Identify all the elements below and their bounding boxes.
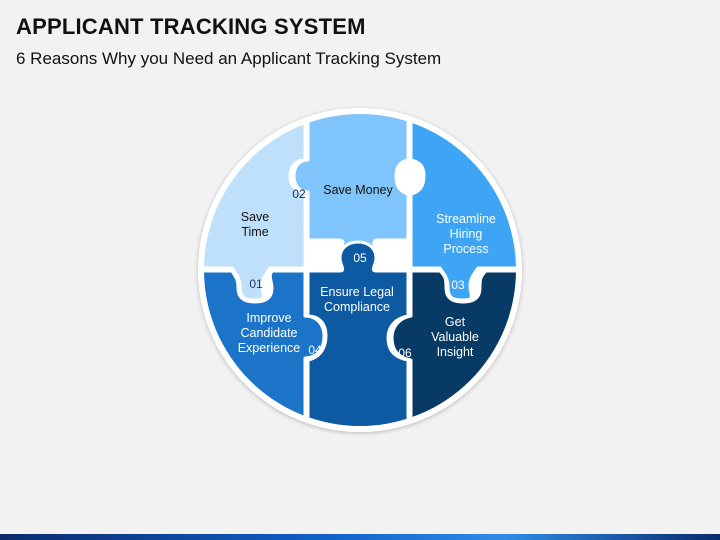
page-title: APPLICANT TRACKING SYSTEM bbox=[16, 14, 366, 39]
piece-label-line: Save Money bbox=[323, 183, 393, 197]
page-subtitle: 6 Reasons Why you Need an Applicant Trac… bbox=[16, 49, 442, 68]
piece-label-line: Process bbox=[443, 242, 488, 256]
piece-label-line: Insight bbox=[437, 345, 474, 359]
piece-number-02: 02 bbox=[292, 187, 306, 201]
piece-label-line: Save bbox=[241, 210, 270, 224]
piece-number-06: 06 bbox=[398, 346, 412, 360]
piece-label-line: Streamline bbox=[436, 212, 496, 226]
piece-label-line: Improve bbox=[246, 311, 291, 325]
piece-number-04: 04 bbox=[308, 343, 322, 357]
piece-label-line: Hiring bbox=[450, 227, 483, 241]
piece-number-03: 03 bbox=[451, 278, 465, 292]
piece-label-line: Valuable bbox=[431, 330, 479, 344]
piece-label-line: Compliance bbox=[324, 300, 390, 314]
piece-label-02: Save Money bbox=[323, 183, 393, 197]
piece-number-05: 05 bbox=[353, 251, 367, 265]
piece-label-line: Experience bbox=[238, 341, 301, 355]
piece-label-line: Ensure Legal bbox=[320, 285, 394, 299]
piece-label-line: Get bbox=[445, 315, 466, 329]
piece-number-01: 01 bbox=[249, 277, 263, 291]
bottom-accent-bar bbox=[0, 534, 720, 540]
piece-label-line: Candidate bbox=[241, 326, 298, 340]
piece-label-line: Time bbox=[241, 225, 268, 239]
